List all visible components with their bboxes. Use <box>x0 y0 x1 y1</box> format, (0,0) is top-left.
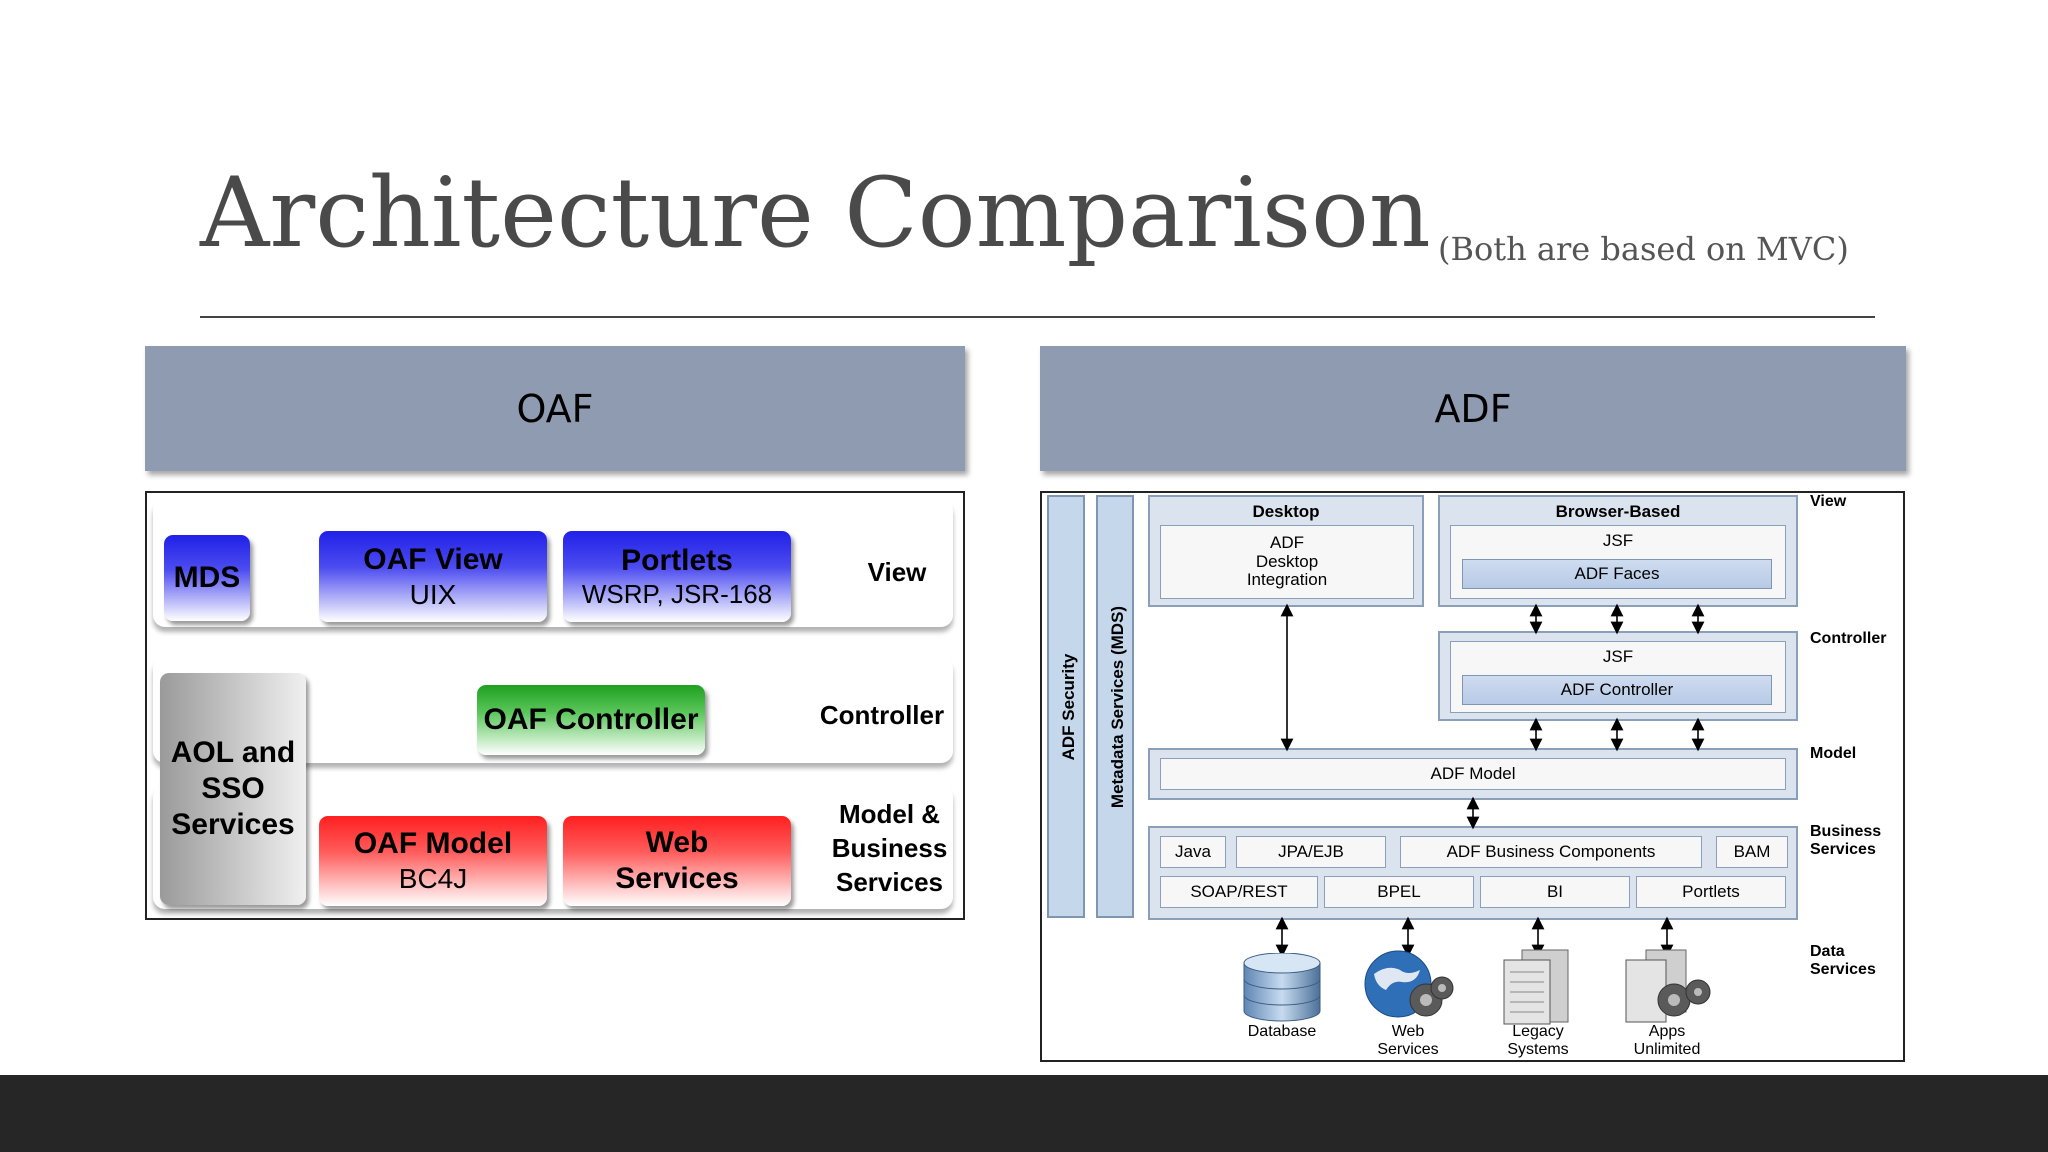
database-icon <box>1243 953 1321 1022</box>
adf-data-label-line1: Data <box>1810 943 1845 960</box>
oaf-mds-label: MDS <box>173 561 241 594</box>
web-services-label: Web Services <box>1348 1023 1468 1060</box>
adf-data-layer-label: Data Services <box>1810 943 1876 978</box>
legacy-systems-label-line2: Systems <box>1507 1041 1569 1059</box>
oaf-model-label-line2: Business <box>831 832 948 863</box>
oaf-aol-line3: Services <box>171 808 295 841</box>
legacy-systems-label: Legacy Systems <box>1478 1023 1598 1060</box>
adf-desktop-line3: Integration <box>1246 570 1328 590</box>
adf-arrows <box>1275 603 1705 958</box>
adf-desktop-line1: ADF <box>1270 532 1304 552</box>
adf-model-layer-label: Model <box>1810 745 1857 762</box>
adf-desktop-panel: Desktop ADF Desktop Integration <box>1148 495 1424 607</box>
oaf-diagram: MDS OAF View UIX Portlets WSRP, JSR-168 … <box>145 491 965 920</box>
adf-model-box: ADF Model <box>1160 758 1786 790</box>
adf-business-jpa-ejb: JPA/EJB <box>1236 836 1386 868</box>
oaf-mds-box: MDS <box>164 535 250 621</box>
title-divider <box>200 316 1875 318</box>
oaf-column-header: OAF <box>145 346 965 471</box>
oaf-model-box: OAF Model BC4J <box>319 816 547 906</box>
oaf-web-line1: Web <box>645 826 709 859</box>
adf-desktop-integration-box: ADF Desktop Integration <box>1160 525 1414 599</box>
apps-unlimited-label-line1: Apps <box>1648 1023 1686 1040</box>
apps-unlimited-icon <box>1625 949 1711 1023</box>
adf-browser-jsf-label: JSF <box>1602 531 1634 550</box>
oaf-aol-sso-box: AOL and SSO Services <box>160 673 306 905</box>
adf-browser-panel: Browser-Based JSF ADF Faces <box>1438 495 1798 607</box>
adf-controller-panel: JSF ADF Controller <box>1438 631 1798 721</box>
adf-browser-title: Browser-Based <box>1555 502 1681 521</box>
web-services-label-line1: Web <box>1391 1023 1425 1040</box>
adf-data-label-line2: Services <box>1810 960 1876 978</box>
apps-unlimited-label-line2: Unlimited <box>1633 1041 1701 1059</box>
database-label: Database <box>1222 1023 1342 1041</box>
adf-desktop-title: Desktop <box>1252 502 1320 521</box>
oaf-model-line1: OAF Model <box>353 827 513 861</box>
adf-business-java: Java <box>1160 836 1226 868</box>
web-services-icon <box>1364 950 1454 1018</box>
oaf-model-layer-label: Model & Business Services <box>827 798 952 899</box>
oaf-aol-line2: SSO <box>201 772 265 805</box>
adf-controller-jsf-label: JSF <box>1602 647 1634 666</box>
adf-diagram: ADF Security Metadata Services (MDS) Des… <box>1040 491 1905 1062</box>
oaf-view-line2: UIX <box>409 578 457 610</box>
adf-mds-bar: Metadata Services (MDS) <box>1096 495 1134 918</box>
adf-controller-box: ADF Controller <box>1462 675 1772 705</box>
adf-business-bi: BI <box>1480 876 1630 908</box>
oaf-portlets-line1: Portlets <box>621 543 733 577</box>
adf-desktop-line2: Desktop <box>1255 551 1319 571</box>
legacy-systems-icon <box>1503 949 1569 1025</box>
oaf-controller-layer-label: Controller <box>819 700 945 730</box>
adf-business-bpel: BPEL <box>1324 876 1474 908</box>
adf-business-components: ADF Business Components <box>1400 836 1702 868</box>
web-services-label-line2: Services <box>1377 1041 1439 1059</box>
slide-title: Architecture Comparison <box>200 157 1431 269</box>
legacy-systems-label-line1: Legacy <box>1512 1023 1564 1040</box>
adf-business-panel: Java JPA/EJB ADF Business Components BAM… <box>1148 826 1798 920</box>
adf-business-label-line2: Services <box>1810 840 1876 858</box>
adf-business-soap-rest: SOAP/REST <box>1160 876 1318 908</box>
oaf-model-label-line1: Model & <box>838 799 941 829</box>
oaf-view-band <box>153 499 953 627</box>
oaf-view-line1: OAF View <box>363 542 503 576</box>
footer-bar <box>0 1075 2048 1152</box>
adf-business-layer-label: Business Services <box>1810 823 1881 858</box>
adf-business-portlets: Portlets <box>1636 876 1786 908</box>
adf-controller-layer-label: Controller <box>1810 630 1887 647</box>
oaf-view-layer-label: View <box>867 557 927 587</box>
adf-security-bar: ADF Security <box>1047 495 1085 918</box>
adf-column-header: ADF <box>1040 346 1906 471</box>
oaf-web-services-box: Web Services <box>563 816 791 906</box>
adf-faces-box: ADF Faces <box>1462 559 1772 589</box>
oaf-portlets-box: Portlets WSRP, JSR-168 <box>563 531 791 622</box>
oaf-view-box: OAF View UIX <box>319 531 547 622</box>
oaf-aol-line1: AOL and <box>170 736 296 769</box>
adf-view-layer-label: View <box>1810 493 1847 510</box>
slide-subtitle: (Both are based on MVC) <box>1438 230 1849 268</box>
oaf-portlets-line2: WSRP, JSR-168 <box>581 578 773 609</box>
database-label-line1: Database <box>1247 1023 1317 1040</box>
oaf-web-line2: Services <box>615 862 739 895</box>
oaf-model-label-line3: Services <box>836 866 943 897</box>
adf-business-label-line1: Business <box>1810 823 1882 840</box>
oaf-model-line2: BC4J <box>398 863 468 895</box>
oaf-controller-label: OAF Controller <box>483 703 699 736</box>
apps-unlimited-label: Apps Unlimited <box>1607 1023 1727 1060</box>
oaf-controller-box: OAF Controller <box>477 685 705 755</box>
adf-business-bam: BAM <box>1716 836 1788 868</box>
